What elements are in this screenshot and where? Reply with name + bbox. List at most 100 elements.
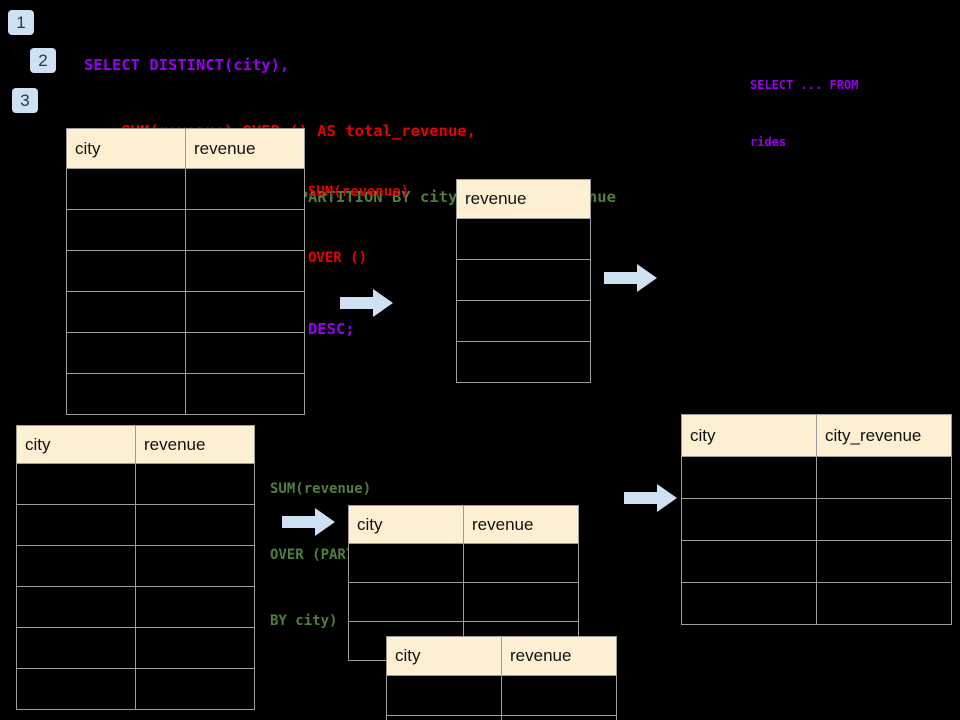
table-cell (16, 627, 136, 669)
table-cell (681, 582, 817, 625)
table-cell (185, 373, 305, 415)
table-header-row: city revenue (386, 636, 617, 676)
table-cell (135, 463, 255, 505)
table-cell (135, 586, 255, 628)
table-cell (348, 543, 464, 583)
table-cell (16, 545, 136, 587)
table-cell (66, 168, 186, 210)
table-cell (135, 668, 255, 710)
arrow-right-icon (282, 508, 335, 536)
table-row (66, 168, 305, 210)
table-cell (681, 498, 817, 541)
table-cell (681, 540, 817, 583)
table-row (16, 545, 255, 587)
table-row (66, 209, 305, 251)
table-cell (386, 675, 502, 716)
table-row (16, 586, 255, 628)
table-cell (135, 504, 255, 546)
table-header-row: city revenue (348, 505, 579, 544)
table-cell (501, 715, 617, 720)
arrow-source-to-total (340, 288, 394, 318)
table-row (348, 582, 579, 622)
table-cell (463, 582, 579, 622)
table-row (681, 540, 952, 583)
table-cell (386, 715, 502, 720)
table-cell (681, 456, 817, 499)
table-cell (185, 168, 305, 210)
table-cell (66, 332, 186, 374)
table-cell (66, 209, 186, 251)
column-header-city: city (66, 128, 186, 169)
table-row (681, 582, 952, 625)
table-row (456, 259, 591, 301)
sql-line-select: SELECT DISTINCT(city), (84, 56, 290, 74)
table-cell (66, 250, 186, 292)
column-header-revenue: revenue (463, 505, 579, 544)
table-cell (456, 218, 591, 260)
step-badge-1: 1 (8, 10, 34, 35)
column-header-city-revenue: city_revenue (816, 414, 952, 457)
table-row (66, 332, 305, 374)
arrow-partition-to-result (624, 483, 678, 513)
table-cell (185, 291, 305, 333)
column-header-revenue: revenue (456, 179, 591, 219)
column-header-city: city (348, 505, 464, 544)
column-header-city: city (681, 414, 817, 457)
column-header-revenue: revenue (135, 425, 255, 464)
table-cell (816, 582, 952, 625)
table-cell (456, 259, 591, 301)
partition-group-table-front: city revenue (386, 636, 617, 720)
step-badge-3: 3 (12, 88, 38, 113)
table-header-row: revenue (456, 179, 591, 219)
table-cell (185, 209, 305, 251)
table-row (386, 715, 617, 720)
column-header-city: city (386, 636, 502, 676)
rides-source-table-lower: city revenue (16, 425, 255, 710)
table-row (16, 668, 255, 710)
table-row (348, 543, 579, 583)
annotation-select-from-line-1: SELECT ... FROM (750, 78, 859, 92)
annotation-sum-over-empty: SUM(revenue) OVER () (308, 137, 409, 313)
table-cell (185, 250, 305, 292)
table-row (16, 463, 255, 505)
annotation-sum-over-empty-line-1: SUM(revenue) (308, 184, 410, 200)
column-header-revenue: revenue (501, 636, 617, 676)
table-cell (135, 545, 255, 587)
annotation-select-from: SELECT ... FROM rides (750, 38, 858, 190)
rides-source-table: city revenue (66, 128, 305, 415)
step-badge-2: 2 (30, 48, 56, 73)
table-row (456, 341, 591, 383)
annotation-select-from-line-2: rides (750, 135, 787, 149)
table-cell (816, 498, 952, 541)
table-row (16, 627, 255, 669)
arrow-right-icon (604, 264, 657, 292)
table-cell (185, 332, 305, 374)
column-header-city: city (16, 425, 136, 464)
table-row (386, 675, 617, 716)
table-cell (135, 627, 255, 669)
arrow-right-icon (340, 289, 393, 317)
table-row (681, 498, 952, 541)
table-row (681, 456, 952, 499)
table-cell (501, 675, 617, 716)
arrow-right-icon (624, 484, 677, 512)
table-cell (16, 463, 136, 505)
table-cell (66, 291, 186, 333)
table-header-row: city revenue (16, 425, 255, 464)
arrow-lower-source-to-partition (282, 507, 336, 537)
table-row (16, 504, 255, 546)
table-row (456, 300, 591, 342)
annotation-sum-over-empty-line-2: OVER () (308, 250, 368, 266)
table-row (456, 218, 591, 260)
arrow-total-to-result (604, 263, 658, 293)
table-header-row: city city_revenue (681, 414, 952, 457)
table-cell (456, 341, 591, 383)
table-cell (816, 456, 952, 499)
table-header-row: city revenue (66, 128, 305, 169)
table-cell (16, 504, 136, 546)
table-cell (16, 668, 136, 710)
table-row (66, 291, 305, 333)
final-result-table: city city_revenue (681, 414, 952, 625)
table-cell (816, 540, 952, 583)
